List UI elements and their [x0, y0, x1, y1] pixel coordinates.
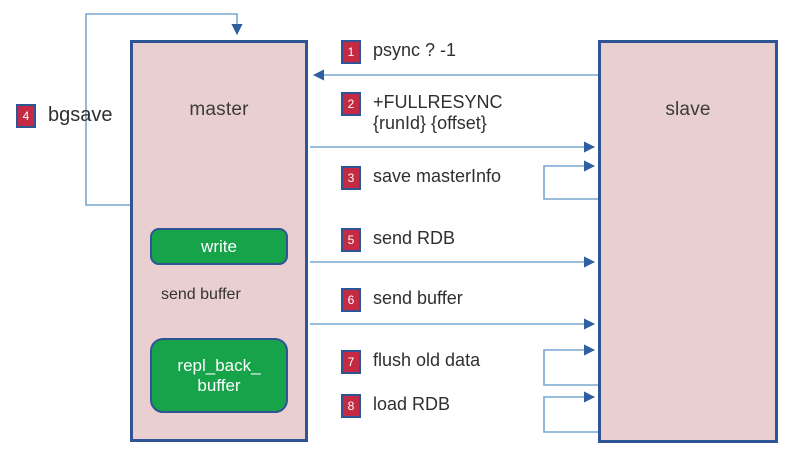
- message-6[interactable]: 6 send buffer: [341, 288, 463, 312]
- repl-back-buffer-label: repl_back_ buffer: [177, 356, 260, 394]
- message-4[interactable]: 4 bgsave: [16, 104, 113, 128]
- node-master-label: master: [189, 99, 249, 120]
- connector-msg-7: [543, 344, 598, 386]
- message-2-text: +FULLRESYNC {runId} {offset}: [373, 92, 503, 134]
- step-badge-3: 3: [341, 166, 361, 190]
- message-7-text: flush old data: [373, 350, 481, 370]
- repl-back-buffer-box[interactable]: repl_back_ buffer: [150, 338, 288, 413]
- connector-bgsave-loop: [85, 13, 243, 206]
- message-2[interactable]: 2 +FULLRESYNC {runId} {offset}: [341, 92, 503, 134]
- message-1[interactable]: 1 psync ? -1: [341, 40, 456, 64]
- connector-msg-8: [543, 391, 598, 433]
- message-2-line2: {runId} {offset}: [373, 113, 487, 134]
- node-slave-label: slave: [665, 99, 711, 120]
- message-4-text: bgsave: [48, 104, 113, 126]
- step-badge-5: 5: [341, 228, 361, 252]
- message-1-text: psync ? -1: [373, 40, 457, 60]
- message-6-text: send buffer: [373, 288, 463, 308]
- send-buffer-edge-label: send buffer: [161, 286, 241, 303]
- repl-back-buffer-label-line2: buffer: [197, 375, 241, 395]
- step-badge-6: 6: [341, 288, 361, 312]
- write-box-label: write: [201, 236, 237, 256]
- node-slave[interactable]: slave: [598, 40, 778, 443]
- step-badge-7: 7: [341, 350, 361, 374]
- message-8[interactable]: 8 load RDB: [341, 394, 450, 418]
- connector-msg-3: [543, 160, 598, 200]
- message-7[interactable]: 7 flush old data: [341, 350, 480, 374]
- step-badge-1: 1: [341, 40, 361, 64]
- message-3-text: save masterInfo: [373, 166, 502, 186]
- write-box[interactable]: write: [150, 228, 288, 265]
- message-8-text: load RDB: [373, 394, 451, 414]
- message-5-text: send RDB: [373, 228, 456, 248]
- step-badge-8: 8: [341, 394, 361, 418]
- step-badge-4: 4: [16, 104, 36, 128]
- message-3[interactable]: 3 save masterInfo: [341, 166, 501, 190]
- step-badge-2: 2: [341, 92, 361, 116]
- message-5[interactable]: 5 send RDB: [341, 228, 455, 252]
- message-2-line1: +FULLRESYNC: [373, 92, 503, 112]
- repl-back-buffer-label-line1: repl_back_: [177, 356, 261, 376]
